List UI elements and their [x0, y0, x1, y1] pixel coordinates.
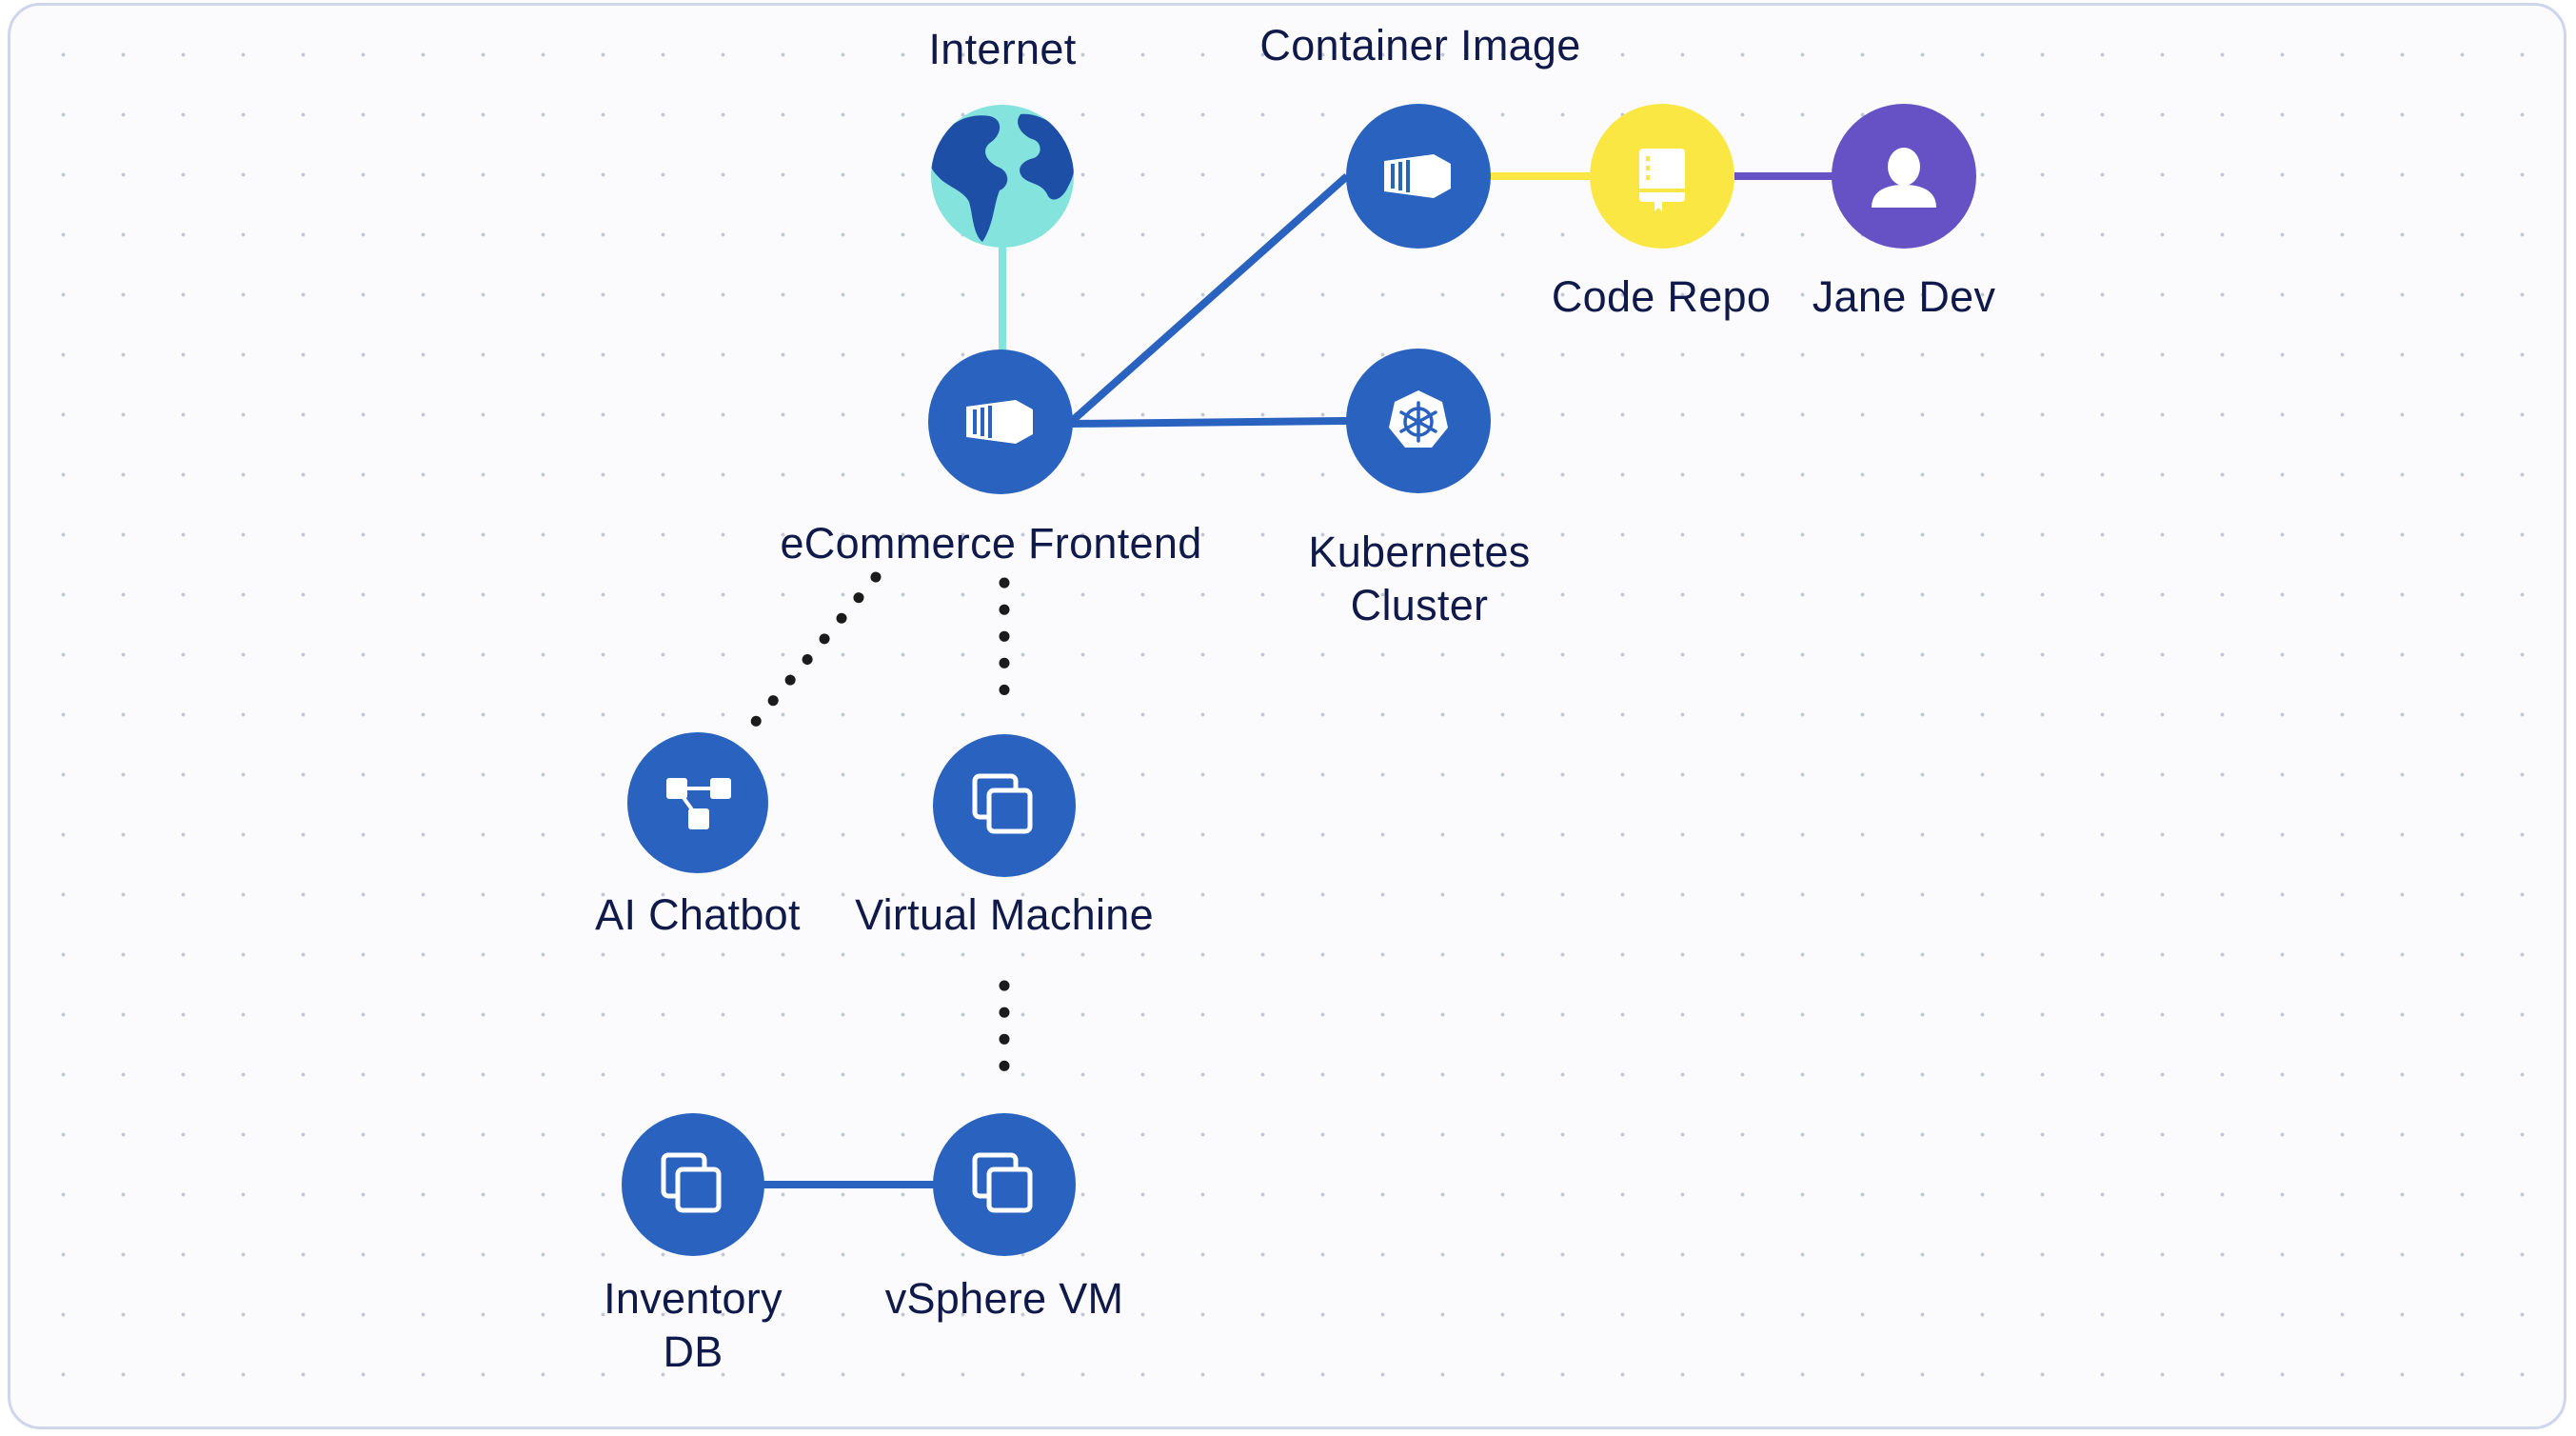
- kubernetes-icon: [1389, 390, 1448, 448]
- label-ai-chatbot: AI Chatbot: [595, 890, 801, 939]
- container-image-icon: [1384, 154, 1451, 198]
- node-kubernetes-cluster[interactable]: [1346, 349, 1491, 493]
- node-jane-dev[interactable]: [1832, 104, 1976, 249]
- label-vsphere-vm: vSphere VM: [884, 1274, 1124, 1323]
- nodes-graph-icon: [666, 778, 731, 829]
- virtual-machine-icon: [972, 1152, 1033, 1213]
- globe-icon: [931, 113, 1074, 242]
- node-virtual-machine[interactable]: [933, 734, 1076, 877]
- node-vsphere-vm[interactable]: [933, 1113, 1076, 1256]
- repository-icon: [1639, 149, 1685, 211]
- edge-frontend-ai-chatbot: [743, 571, 882, 735]
- node-container-image[interactable]: [1346, 104, 1491, 249]
- container-image-icon: [966, 400, 1033, 444]
- label-container-image: Container Image: [1259, 21, 1581, 70]
- label-inventory-db: Inventory DB: [604, 1274, 783, 1376]
- node-internet[interactable]: [928, 105, 1075, 248]
- node-ecommerce-frontend[interactable]: [928, 349, 1073, 494]
- label-kubernetes-cluster: Kubernetes Cluster: [1308, 528, 1531, 629]
- label-code-repo: Code Repo: [1551, 272, 1772, 321]
- node-code-repo[interactable]: [1590, 104, 1734, 249]
- label-ecommerce-frontend: eCommerce Frontend: [780, 519, 1202, 568]
- diagram-canvas: [8, 3, 2566, 1429]
- edges-layer: [743, 172, 1833, 1188]
- label-internet: Internet: [928, 25, 1077, 73]
- node-ai-chatbot[interactable]: [627, 732, 768, 873]
- node-inventory-db[interactable]: [622, 1113, 764, 1256]
- label-jane-dev: Jane Dev: [1812, 272, 1996, 321]
- virtual-machine-icon: [661, 1152, 722, 1213]
- edge-frontend-kubernetes: [1070, 417, 1348, 428]
- label-virtual-machine: Virtual Machine: [855, 890, 1154, 939]
- virtual-machine-icon: [972, 773, 1033, 834]
- user-icon: [1872, 148, 1936, 208]
- edge-frontend-container-image: [1068, 173, 1350, 425]
